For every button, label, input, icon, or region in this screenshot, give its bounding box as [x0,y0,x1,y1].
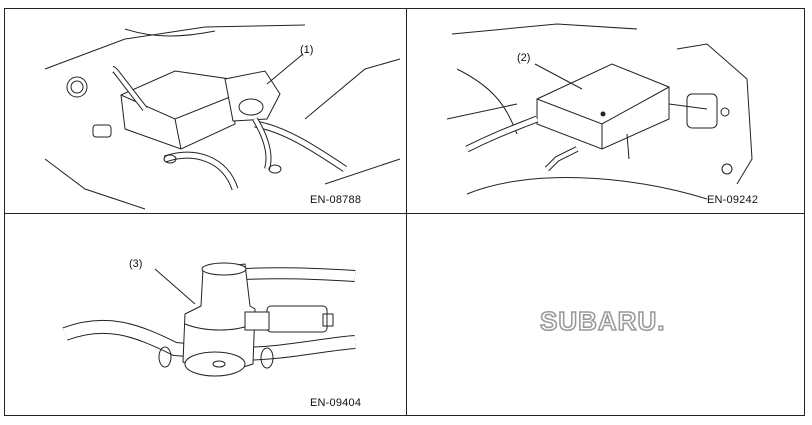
figure-2-code: EN-09242 [707,194,759,206]
figure-2-illustration: (2) [446,23,753,200]
subaru-logo: SUBARU. [539,305,666,337]
grid-divider-vertical [406,9,407,415]
figure-1-illustration: (1) [44,24,401,210]
figure-1: (1) EN-08788 [5,9,406,213]
figure-2-callout: (2) [517,52,530,64]
figure-3-callout: (3) [129,258,142,270]
figure-1-code: EN-08788 [310,194,362,206]
figure-2: (2) EN-09242 [407,9,806,213]
logo-cell: SUBARU. [407,214,806,417]
figure-1-callout: (1) [300,44,313,56]
grid-divider-horizontal [5,213,804,214]
figure-grid: (1) EN-08788 [4,8,805,416]
figure-3-code: EN-09404 [310,397,362,409]
figure-3: (3) EN-09404 [5,214,406,417]
figure-3-illustration: (3) [62,258,356,377]
